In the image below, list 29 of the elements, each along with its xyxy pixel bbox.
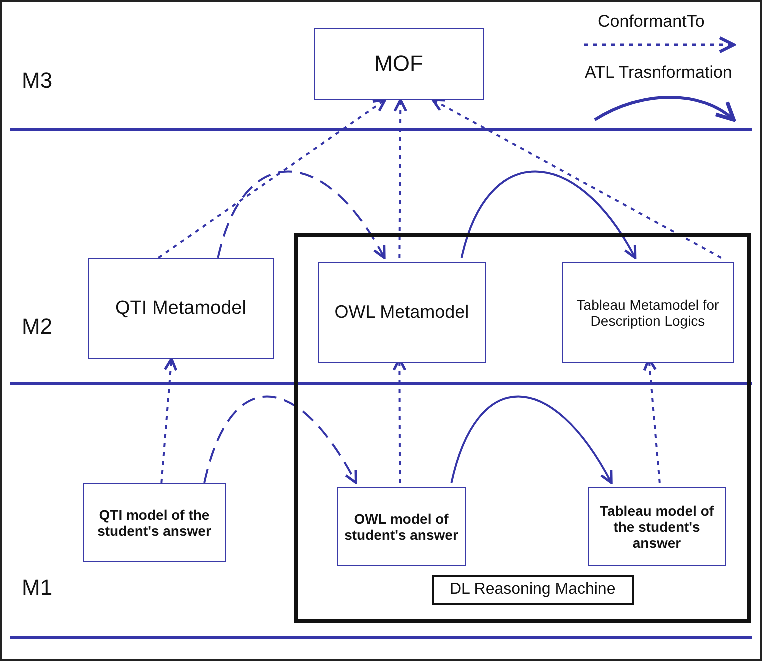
model-box — [314, 28, 484, 100]
group-frame — [294, 233, 751, 623]
arrow — [394, 98, 408, 258]
model-box — [588, 487, 726, 566]
arrow — [204, 396, 358, 484]
legend-text: ATL Trasnformation — [585, 63, 732, 83]
node-label: OWL model of student's answer — [344, 510, 460, 542]
node-label: QTI model of the student's answer — [96, 506, 212, 538]
legend-text: ConformantTo — [598, 12, 705, 32]
arrow — [158, 98, 387, 259]
group-title: DL Reasoning Machine — [432, 575, 634, 605]
model-box — [337, 487, 466, 566]
node-label: MOF — [374, 51, 424, 77]
layer-label: M2 — [22, 314, 53, 340]
layer-label: M3 — [22, 68, 53, 94]
model-box — [562, 262, 734, 363]
node-label: Tableau Metamodel for Description Logics — [576, 296, 720, 328]
node-label: OWL Metamodel — [334, 302, 470, 323]
layer-label: M1 — [22, 575, 53, 601]
arrow — [450, 396, 613, 484]
arrow — [160, 358, 178, 484]
model-box — [88, 258, 274, 359]
arrow — [217, 170, 386, 260]
model-box — [318, 262, 486, 363]
arrow — [432, 98, 722, 259]
model-box — [83, 483, 226, 562]
node-label: QTI Metamodel — [114, 298, 248, 320]
node-label: Tableau model of the student's answer — [598, 502, 716, 550]
arrow — [460, 170, 637, 260]
